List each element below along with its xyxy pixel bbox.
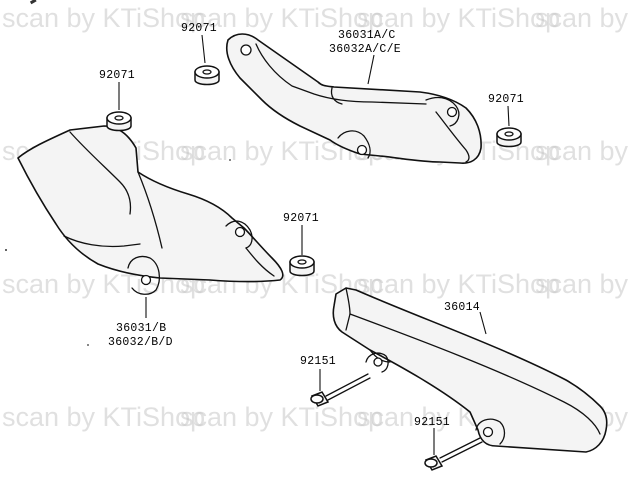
side-cover-left-mount-tab	[127, 255, 161, 295]
side-cover-left-ridge	[69, 131, 132, 215]
side-cover-right-mount-hole	[446, 106, 458, 118]
side-cover-left-mount-hole	[234, 226, 246, 238]
watermark-text: scan by KTiShop	[2, 402, 205, 432]
bolt-shank	[325, 373, 369, 397]
side-cover-left-hook	[245, 247, 275, 277]
callout-bolt-lower: 92151	[414, 416, 450, 429]
callout-grommet-upper-left: 92071	[181, 22, 217, 35]
chain-guard-mount-hole	[482, 426, 494, 438]
watermark-text: scan by KTiShop	[535, 136, 630, 166]
grommet-upper-right	[496, 127, 522, 148]
chain-guard	[332, 287, 608, 453]
speck	[29, 0, 37, 5]
side-cover-right-mount-hole	[356, 144, 368, 156]
bolt-shank	[441, 441, 483, 463]
callout-grommet-upper-right: 92071	[488, 93, 524, 106]
grommet-hole	[202, 69, 212, 75]
leader-lines	[118, 34, 510, 455]
watermark-text: scan by KTiShop	[535, 269, 630, 299]
bolt-shank	[439, 437, 481, 459]
side-cover-right-mount-tab	[337, 130, 371, 159]
side-cover-right-mount-hole	[240, 44, 252, 56]
callout-grommet-right: 92071	[283, 212, 319, 225]
callout-labels: 92071 92071 36031A/C 36032A/C/E 92071 92…	[99, 22, 524, 429]
side-cover-left-lower-edge	[63, 235, 141, 248]
bolt-upper	[310, 373, 371, 407]
scan-specks	[5, 0, 231, 346]
side-cover-left	[17, 125, 284, 295]
watermark-text: scan by KTiShop	[180, 402, 383, 432]
callout-bolt-upper: 92151	[300, 355, 336, 368]
speck	[87, 344, 89, 346]
chain-guard-inner-edge	[349, 313, 601, 435]
bolt-lower	[424, 437, 483, 471]
side-cover-right-ridge	[255, 43, 427, 105]
leader-line	[201, 34, 206, 64]
leader-line	[367, 54, 375, 85]
speck	[229, 159, 231, 161]
watermark-text: scan by KTiShop	[2, 3, 205, 33]
callout-side-cover-left-line2: 36032/B/D	[108, 336, 173, 349]
callout-side-cover-right-line2: 36032A/C/E	[329, 43, 401, 56]
bolt-head-top	[310, 394, 324, 404]
callout-grommet-left: 92071	[99, 69, 135, 82]
watermark-text: scan by KTiShop	[180, 3, 383, 33]
side-cover-left-mount-hole	[140, 274, 152, 286]
side-cover-left-tab	[225, 220, 253, 249]
watermark-text: scan by KTiShop	[535, 3, 630, 33]
grommet-hole	[297, 259, 307, 265]
side-cover-left-crease	[137, 171, 163, 249]
callout-chain-guard: 36014	[444, 301, 480, 314]
speck	[5, 249, 7, 251]
watermark-text: scan by KTiShop	[357, 269, 560, 299]
grommet-left	[106, 111, 132, 132]
side-cover-right-edge	[330, 87, 343, 105]
side-cover-right-tab	[425, 96, 460, 127]
chain-guard-body	[332, 287, 608, 453]
grommet-hole	[114, 115, 124, 121]
chain-guard-rear-tab	[475, 418, 506, 445]
chain-guard-front-tab	[365, 352, 389, 373]
watermark-text: scan by KTiShop	[357, 3, 560, 33]
side-cover-right-hook	[435, 111, 470, 163]
grommet-right	[289, 255, 315, 277]
side-cover-right	[225, 33, 482, 164]
leader-line	[507, 105, 510, 127]
grommet-upper-left	[194, 65, 220, 86]
grommet-hole	[504, 131, 514, 137]
callout-side-cover-right-line1: 36031A/C	[338, 29, 396, 42]
bolt-shank	[327, 377, 371, 401]
leader-line	[479, 311, 487, 335]
chain-guard-mount-hole	[373, 357, 383, 367]
bolt-head-top	[424, 458, 438, 468]
side-cover-right-body	[225, 33, 482, 164]
callout-side-cover-left-line1: 36031/B	[116, 322, 166, 335]
